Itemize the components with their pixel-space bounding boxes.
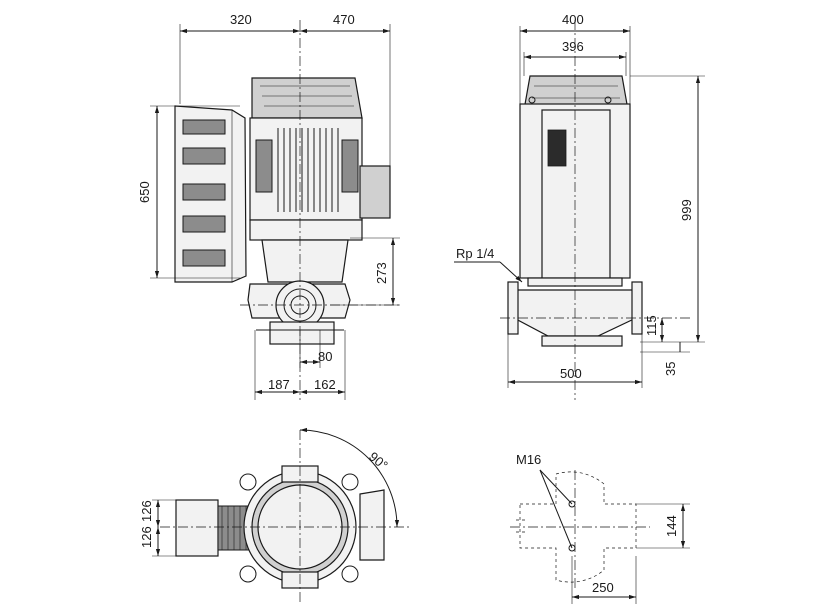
dim-35: 35 — [663, 362, 678, 376]
dim-500: 500 — [560, 366, 582, 381]
dim-396: 396 — [562, 39, 584, 54]
top-view: 90° 126 126 — [139, 427, 410, 604]
dim-650: 650 — [137, 181, 152, 203]
dim-187: 187 — [268, 377, 290, 392]
dim-273: 273 — [374, 262, 389, 284]
side-view: 400 396 999 Rp 1/4 115 35 500 — [454, 12, 705, 400]
front-view: 320 470 650 273 80 187 162 — [137, 12, 400, 400]
dim-470: 470 — [333, 12, 355, 27]
dim-115: 115 — [644, 315, 659, 336]
dim-999: 999 — [679, 199, 694, 221]
dim-90-deg: 90° — [366, 449, 391, 473]
dim-126-lower: 126 — [139, 526, 154, 548]
dim-126-upper: 126 — [139, 500, 154, 522]
dim-80: 80 — [318, 349, 332, 364]
label-m16: M16 — [516, 452, 541, 467]
label-rp-1-4: Rp 1/4 — [456, 246, 494, 261]
dim-250: 250 — [592, 580, 614, 595]
dim-144: 144 — [664, 515, 679, 537]
dim-162: 162 — [314, 377, 336, 392]
dim-400: 400 — [562, 12, 584, 27]
dim-320: 320 — [230, 12, 252, 27]
base-plan: M16 144 250 — [510, 452, 690, 604]
